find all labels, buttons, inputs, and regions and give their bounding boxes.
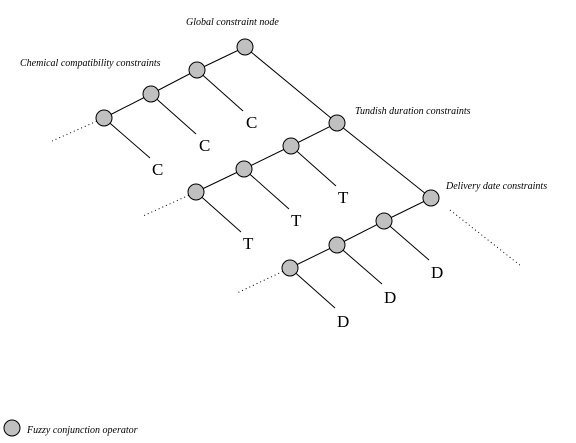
leaf-t-2: T: [291, 211, 302, 230]
edge-chem-2-leaf: [150, 93, 197, 135]
edge-tun-4-leaf: [195, 191, 242, 233]
edge-tun-2-3: [243, 145, 292, 170]
legend-label: Fuzzy conjunction operator: [26, 425, 138, 436]
leaf-t-1: T: [338, 188, 349, 207]
label-delivery-date: Delivery date constraints: [445, 181, 547, 192]
label-tundish-duration: Tundish duration constraints: [355, 106, 471, 117]
legend: Fuzzy conjunction operator: [3, 419, 138, 437]
delivery-node-2: [375, 212, 393, 230]
chemical-node-2: [142, 85, 160, 103]
edge-del-4-leaf: [289, 267, 336, 309]
edge-del-2-leaf: [383, 220, 430, 261]
tree-edges: [51, 46, 522, 309]
leaf-c-1: C: [246, 113, 257, 132]
leaf-d-2: D: [384, 288, 396, 307]
delivery-node-4: [281, 259, 299, 277]
leaf-t-3: T: [243, 234, 254, 253]
delivery-node-1: [422, 189, 440, 207]
label-global-constraint-node: Global constraint node: [186, 17, 279, 28]
edge-tun-3-4: [195, 168, 245, 193]
tundish-node-4: [187, 183, 205, 201]
edge-tundish-delivery: [336, 122, 432, 199]
edge-tun-3-leaf: [243, 168, 290, 210]
edge-del-1-2: [383, 197, 432, 222]
leaf-d-1: D: [431, 263, 443, 282]
edge-del-2-3: [336, 220, 385, 246]
global-constraint-node: [236, 38, 254, 56]
tree-nodes: [95, 38, 440, 277]
edge-del-continuation: [236, 267, 291, 294]
leaf-c-3: C: [152, 160, 163, 179]
edge-chem-1-leaf: [196, 69, 244, 112]
edge-del-3-4: [289, 244, 338, 269]
edge-chem-continuation: [51, 117, 105, 142]
tundish-node-2: [282, 137, 300, 155]
tundish-node-1: [328, 114, 346, 132]
delivery-node-3: [328, 236, 346, 254]
edge-tun-1-2: [290, 122, 338, 147]
edge-chem-3-leaf: [103, 117, 151, 159]
edge-tun-2-leaf: [290, 145, 337, 187]
label-chemical-compatibility: Chemical compatibility constraints: [20, 58, 161, 69]
edge-global-chemical: [196, 46, 246, 71]
edge-del-3-leaf: [336, 244, 383, 285]
leaf-c-2: C: [199, 136, 210, 155]
edge-del-right-continuation: [449, 209, 522, 267]
edge-chem-1-2: [150, 69, 198, 95]
leaf-d-3: D: [337, 312, 349, 331]
legend-node-icon: [3, 419, 21, 437]
chemical-node-1: [188, 61, 206, 79]
tundish-node-3: [235, 160, 253, 178]
chemical-node-3: [95, 109, 113, 127]
edge-tun-continuation: [142, 191, 197, 217]
edge-global-tundish: [244, 46, 338, 124]
edge-chem-2-3: [103, 93, 152, 119]
